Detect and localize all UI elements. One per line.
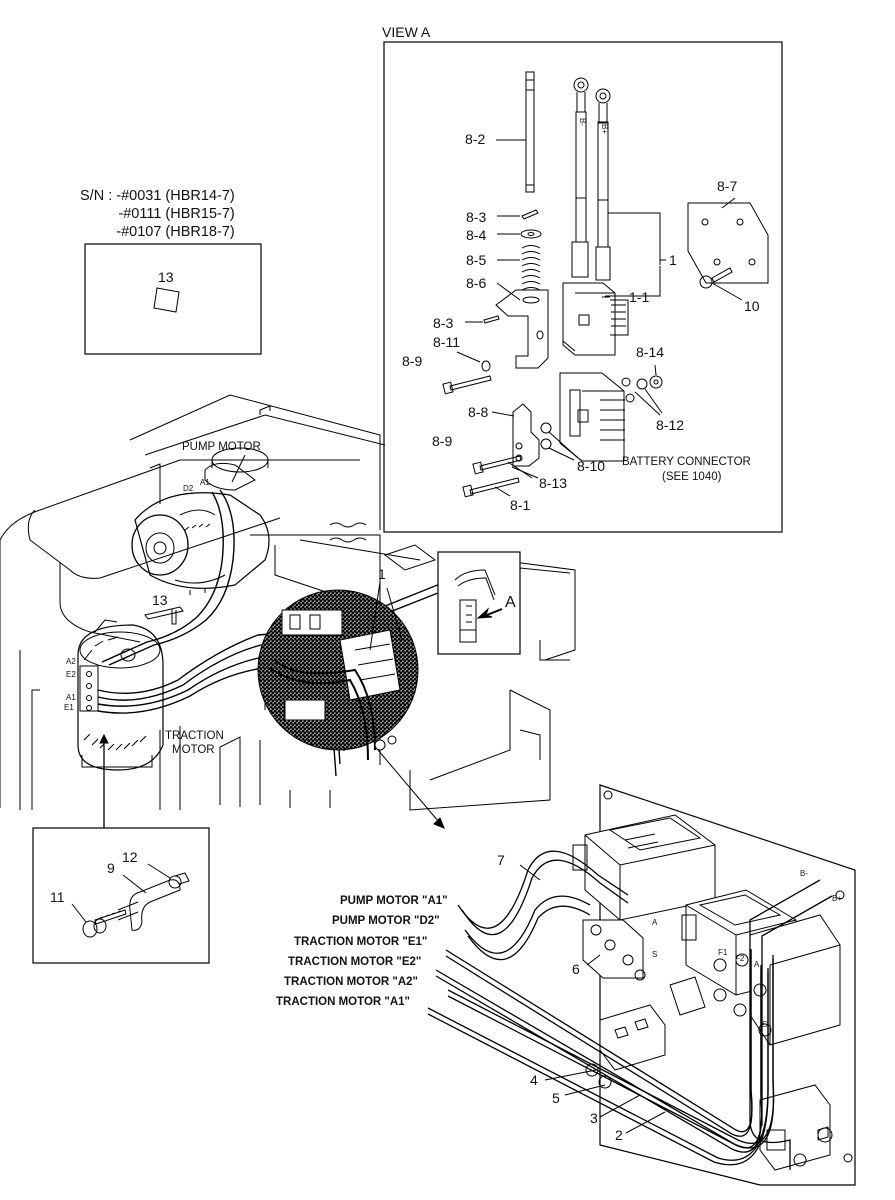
label-12: 12 <box>122 849 138 865</box>
battery-connector-ref: (SEE 1040) <box>662 471 722 483</box>
view-a-frame <box>383 41 783 533</box>
label-8-13: 8-13 <box>539 475 568 491</box>
terminal-e2: E2 <box>66 670 76 679</box>
label-4: 4 <box>530 1072 538 1088</box>
pump-motor <box>131 447 270 595</box>
washers-8-12-8-14 <box>621 364 663 416</box>
serial-line-1: S/N : -#0031 (HBR14-7) <box>80 188 235 204</box>
bracket-13 <box>144 606 184 625</box>
label-8-9-lower: 8-9 <box>432 433 453 449</box>
serial-inset-frame <box>84 243 262 355</box>
clamp-drawing <box>71 863 190 938</box>
terminal-a2: A2 <box>66 657 76 666</box>
bracket-8-6 <box>495 282 549 369</box>
cable-mark-neg: B- <box>578 118 587 126</box>
battery-cable-assembly <box>562 77 666 356</box>
bolts-lower <box>462 455 539 498</box>
traction-motor-label-2: MOTOR <box>172 744 215 756</box>
label-8-10: 8-10 <box>577 458 606 474</box>
terminal-a-traction: A <box>754 960 760 969</box>
wire-label-traction-e1: TRACTION MOTOR "E1" <box>294 936 428 948</box>
traction-motor <box>77 619 164 771</box>
battery-connector-label: BATTERY CONNECTOR <box>622 456 751 468</box>
label-3: 3 <box>590 1110 598 1126</box>
terminal-a1-traction: A1 <box>66 693 76 702</box>
terminal-f1: F1 <box>718 948 728 957</box>
terminal-f2: F2 <box>735 954 745 963</box>
label-11: 11 <box>50 889 65 905</box>
terminal-s-traction: S <box>762 1020 768 1029</box>
traction-motor-label-1: TRACTION <box>165 730 224 742</box>
label-13-main: 13 <box>152 592 168 608</box>
terminal-e1: E1 <box>64 703 74 712</box>
label-10: 10 <box>744 298 760 314</box>
bracket-8-8 <box>491 403 540 467</box>
serial-line-3: -#0107 (HBR18-7) <box>116 224 235 240</box>
wire-label-traction-a2: TRACTION MOTOR "A2" <box>284 976 418 988</box>
label-1-view-a: 1 <box>669 252 677 268</box>
spring-assembly <box>497 209 542 291</box>
plate-8-7 <box>687 197 769 284</box>
label-8-7: 8-7 <box>717 178 738 194</box>
bus-label-bpos: B+ <box>832 894 843 903</box>
serial-line-2: -#0111 (HBR15-7) <box>118 206 235 222</box>
inset-part-13-shape <box>153 287 180 313</box>
screw-10 <box>699 267 743 301</box>
connector-a-inset <box>437 551 521 655</box>
label-8-14: 8-14 <box>636 344 665 360</box>
view-a-title: VIEW A <box>382 24 431 40</box>
label-8-3: 8-3 <box>466 209 487 225</box>
wire-label-pump-d2: PUMP MOTOR "D2" <box>332 915 440 927</box>
wire-label-traction-e2: TRACTION MOTOR "E2" <box>288 956 422 968</box>
label-8-4: 8-4 <box>466 227 487 243</box>
label-1-main: 1 <box>378 566 386 582</box>
terminal-a1-pump: A1 <box>200 478 210 487</box>
label-5: 5 <box>552 1090 560 1106</box>
controller-panel <box>572 784 856 1186</box>
label-8-8: 8-8 <box>468 404 489 420</box>
cable-mark-pos: B+ <box>600 124 609 135</box>
pump-motor-label: PUMP MOTOR <box>182 441 261 453</box>
rod-8-2 <box>496 71 535 193</box>
label-8-6: 8-6 <box>466 275 487 291</box>
terminal-s-pump: S <box>652 950 658 959</box>
label-13-inset: 13 <box>158 269 174 285</box>
bolt-8-9-upper <box>442 375 492 395</box>
label-8-3-lower: 8-3 <box>433 315 454 331</box>
label-8-12: 8-12 <box>656 417 685 433</box>
magnified-detail <box>257 589 419 761</box>
view-a-marker: A <box>505 594 516 611</box>
terminal-d2: D2 <box>183 484 194 493</box>
controller-cables <box>427 850 833 1170</box>
label-8-11: 8-11 <box>433 334 460 350</box>
label-1-1: 1-1 <box>629 289 650 305</box>
label-8-1: 8-1 <box>510 497 531 513</box>
label-8-9-upper: 8-9 <box>402 353 423 369</box>
label-8-5: 8-5 <box>466 252 487 268</box>
label-6: 6 <box>572 961 580 977</box>
serial-numbers: S/N : -#0031 (HBR14-7) -#0111 (HBR15-7) … <box>80 187 235 241</box>
bus-label-bneg: B- <box>800 869 808 878</box>
wire-label-traction-a1: TRACTION MOTOR "A1" <box>276 996 410 1008</box>
battery-connector-body <box>559 372 625 462</box>
wire-label-pump-a1: PUMP MOTOR "A1" <box>340 895 448 907</box>
label-2: 2 <box>615 1127 623 1143</box>
terminal-a-pump: A <box>652 918 658 927</box>
label-9: 9 <box>107 860 115 876</box>
label-7: 7 <box>497 852 505 868</box>
label-8-2: 8-2 <box>465 131 486 147</box>
clamp-detail-frame <box>32 827 210 964</box>
connector-a-drawing <box>454 569 503 643</box>
